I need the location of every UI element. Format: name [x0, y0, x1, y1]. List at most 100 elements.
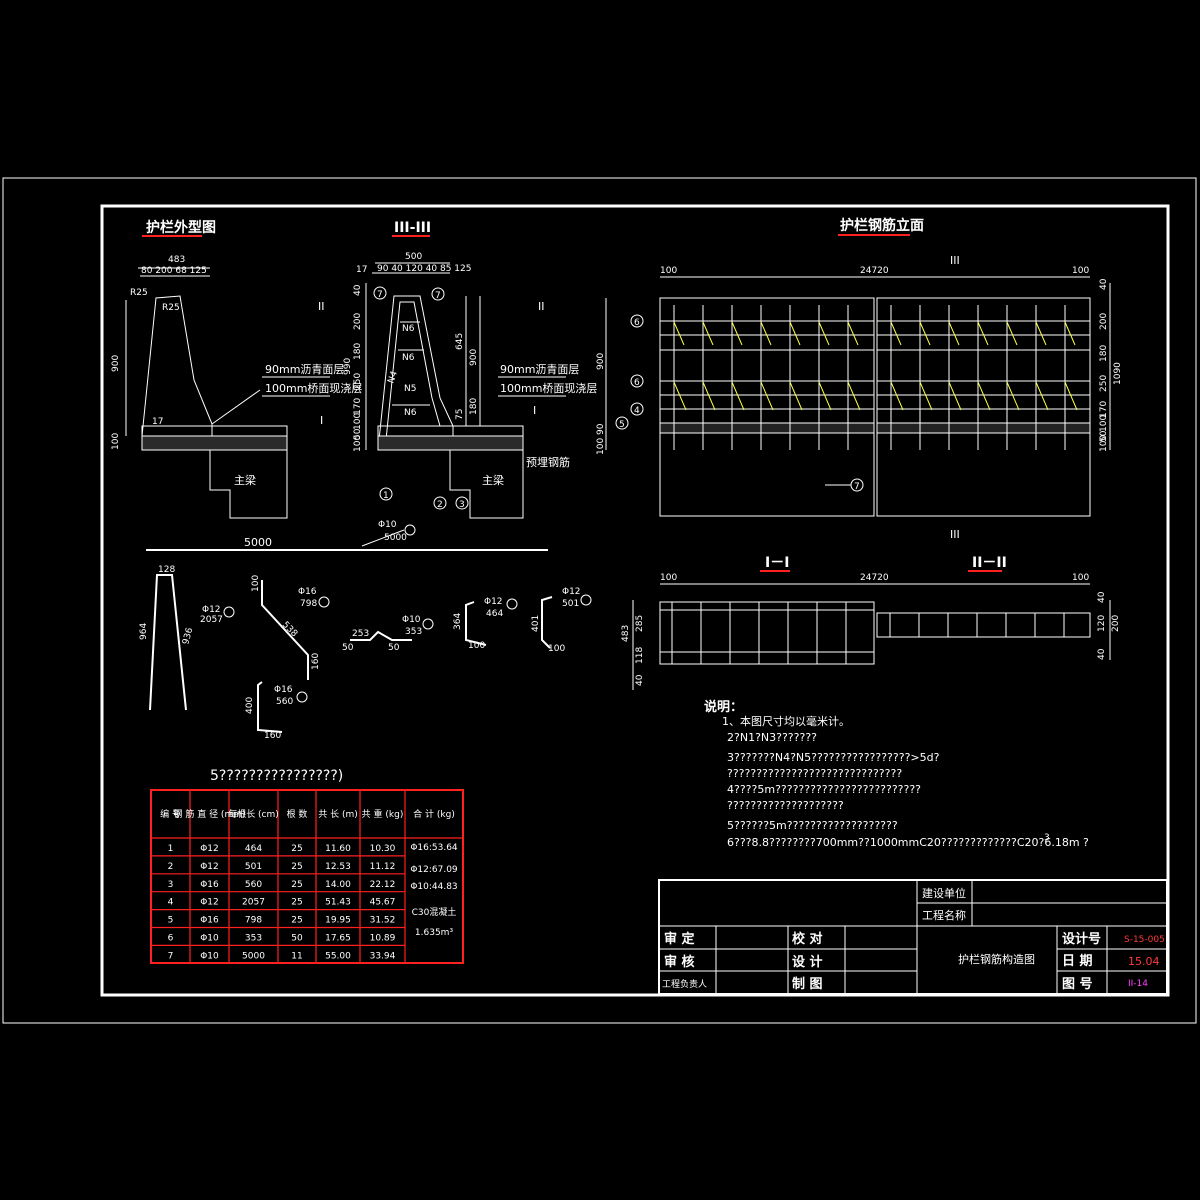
- bar-n5-label: Φ16: [298, 587, 317, 597]
- s3-cut-II-right: II: [538, 300, 545, 313]
- bar-n6-sub: 353: [405, 627, 422, 637]
- bar-n2-sub: 501: [562, 599, 579, 609]
- s3-dim-left-2: 200: [353, 313, 363, 330]
- table-cell: 19.95: [325, 916, 351, 926]
- table-total: Φ12:67.09: [410, 865, 458, 875]
- elev-dim-100a: 100: [660, 266, 677, 276]
- table-header-cell: 共 长 (m): [318, 808, 358, 820]
- plan-dim-r1: 40: [1097, 591, 1107, 603]
- elev-n4-bar: [1035, 381, 1049, 411]
- table-cell: 560: [245, 880, 262, 890]
- title-section-3: III-III: [394, 220, 431, 236]
- bar-n1-sub: 464: [486, 609, 503, 619]
- elev-dim-left-small: 100 90: [596, 423, 606, 455]
- table-total: C30混凝土: [412, 906, 457, 918]
- elev-n4-bar: [789, 381, 803, 411]
- elev-dim-r8: 100: [1099, 435, 1109, 452]
- bar-n5-bot: 160: [311, 653, 321, 670]
- notes-line-1: 1、本图尺寸均以毫米计。: [722, 714, 850, 728]
- bar-n2-b: 100: [548, 644, 565, 654]
- s3-layer-1: 90mm沥青面层: [500, 363, 579, 376]
- elev-dim-r7: 50: [1099, 430, 1109, 442]
- table-cell: 12.53: [325, 862, 351, 872]
- s3-dim-180: 180: [469, 398, 479, 415]
- elev-n4-bar: [847, 381, 861, 411]
- outline-dim-base: 100: [111, 433, 121, 450]
- tb-drawing-name: 护栏钢筋构造图: [958, 952, 1035, 966]
- elev-n4-bar: [890, 381, 904, 411]
- elev-n4-bar: [948, 381, 962, 411]
- table-cell: 11: [291, 951, 302, 961]
- elev-dim-1090: 1090: [1113, 362, 1123, 385]
- elev-dim-len: 24720: [860, 266, 889, 276]
- bar-n6-c: 50: [388, 643, 400, 653]
- table-header-cell: 共 重 (kg): [362, 808, 404, 820]
- notes-line-5: 4????5m?????????????????????????: [727, 783, 921, 796]
- table-cell: 14.00: [325, 880, 351, 890]
- tb-project: 工程名称: [922, 908, 966, 922]
- s3-bar-4: N4: [386, 370, 400, 385]
- notes-line-2: 2?N1?N3???????: [727, 731, 817, 744]
- s3-cut-I-right: I: [533, 404, 536, 417]
- elev-tag-7: 7: [854, 482, 860, 492]
- plan-dim-l4: 40: [635, 674, 645, 686]
- tb-date-value: 15.04: [1128, 955, 1160, 968]
- s3-bar-1: N6: [402, 324, 415, 334]
- elev-n5-bar: [919, 321, 931, 346]
- table-cell: 33.94: [370, 951, 396, 961]
- elev-dim-r1: 40: [1099, 278, 1109, 290]
- bar-n3-sub: 560: [276, 697, 293, 707]
- tb-approve: 审 定: [664, 931, 695, 947]
- table-caption: 5????????????????): [210, 768, 343, 784]
- plan-dim-100a: 100: [660, 573, 677, 583]
- table-cell: 353: [245, 934, 262, 944]
- plan-dim-l1: 483: [621, 625, 631, 642]
- elev-cut-III-top: III: [950, 254, 960, 267]
- elev-n5-bar: [702, 321, 714, 346]
- title-outline: 护栏外型图: [146, 219, 216, 236]
- elev-n4-bar: [919, 381, 933, 411]
- table-cell: 2: [168, 862, 174, 872]
- table-cell: 25: [291, 916, 302, 926]
- plan-panel-left: [659, 601, 875, 665]
- table-cell: 10.30: [370, 844, 396, 854]
- elevation-view: 100 24720 100 III III 900 100 90 40 200 …: [596, 254, 1123, 541]
- s3-cut-II-left: II: [318, 300, 325, 313]
- elev-n5-bar: [948, 321, 960, 346]
- tb-check: 校 对: [792, 931, 823, 947]
- bar-n3-a: 400: [245, 697, 255, 714]
- bar-n4-top: 128: [158, 565, 175, 575]
- tb-design: 设 计: [792, 954, 823, 970]
- table-cell: 464: [245, 844, 262, 854]
- s3-dim-left-4: 250: [353, 373, 363, 390]
- table-cell: 5: [168, 916, 174, 926]
- bar-n5-sub: 798: [300, 599, 317, 609]
- plan-grid: [660, 602, 1065, 664]
- section-3-view: 500 90 40 120 40 85 125 17 40 200 180 25…: [318, 252, 597, 519]
- s3-layer-2: 100mm桥面现浇层: [500, 382, 597, 395]
- table-cell: 25: [291, 898, 302, 908]
- elev-dim-r2: 200: [1099, 313, 1109, 330]
- bar-n1-a: 364: [453, 613, 463, 630]
- outline-layer-2: 100mm桥面现浇层: [265, 382, 362, 395]
- table-total: Φ16:53.64: [410, 843, 458, 853]
- elev-dim-r4: 250: [1099, 375, 1109, 392]
- elev-tag-6b: 6: [634, 378, 640, 388]
- plan-dim-r2: 120: [1097, 615, 1107, 632]
- elev-n4-bar: [818, 381, 832, 411]
- s3-tag-2: 2: [437, 500, 443, 510]
- elev-deck: [876, 422, 1091, 434]
- table-cell: 798: [245, 916, 262, 926]
- table-cell: 25: [291, 844, 302, 854]
- table-cell: 31.52: [370, 916, 396, 926]
- table-cell: 45.67: [370, 898, 396, 908]
- outline-dim-h: 900: [111, 355, 121, 372]
- elev-dim-r6: 100: [1099, 415, 1109, 432]
- table-cell: Φ12: [200, 862, 219, 872]
- elev-n4-bar: [731, 381, 745, 411]
- elev-n5-bar: [890, 321, 902, 346]
- outer-frame: [2, 177, 1197, 1024]
- notes-line-7: 5??????5m???????????????????: [727, 819, 898, 832]
- bar-n3-b: 160: [264, 731, 281, 741]
